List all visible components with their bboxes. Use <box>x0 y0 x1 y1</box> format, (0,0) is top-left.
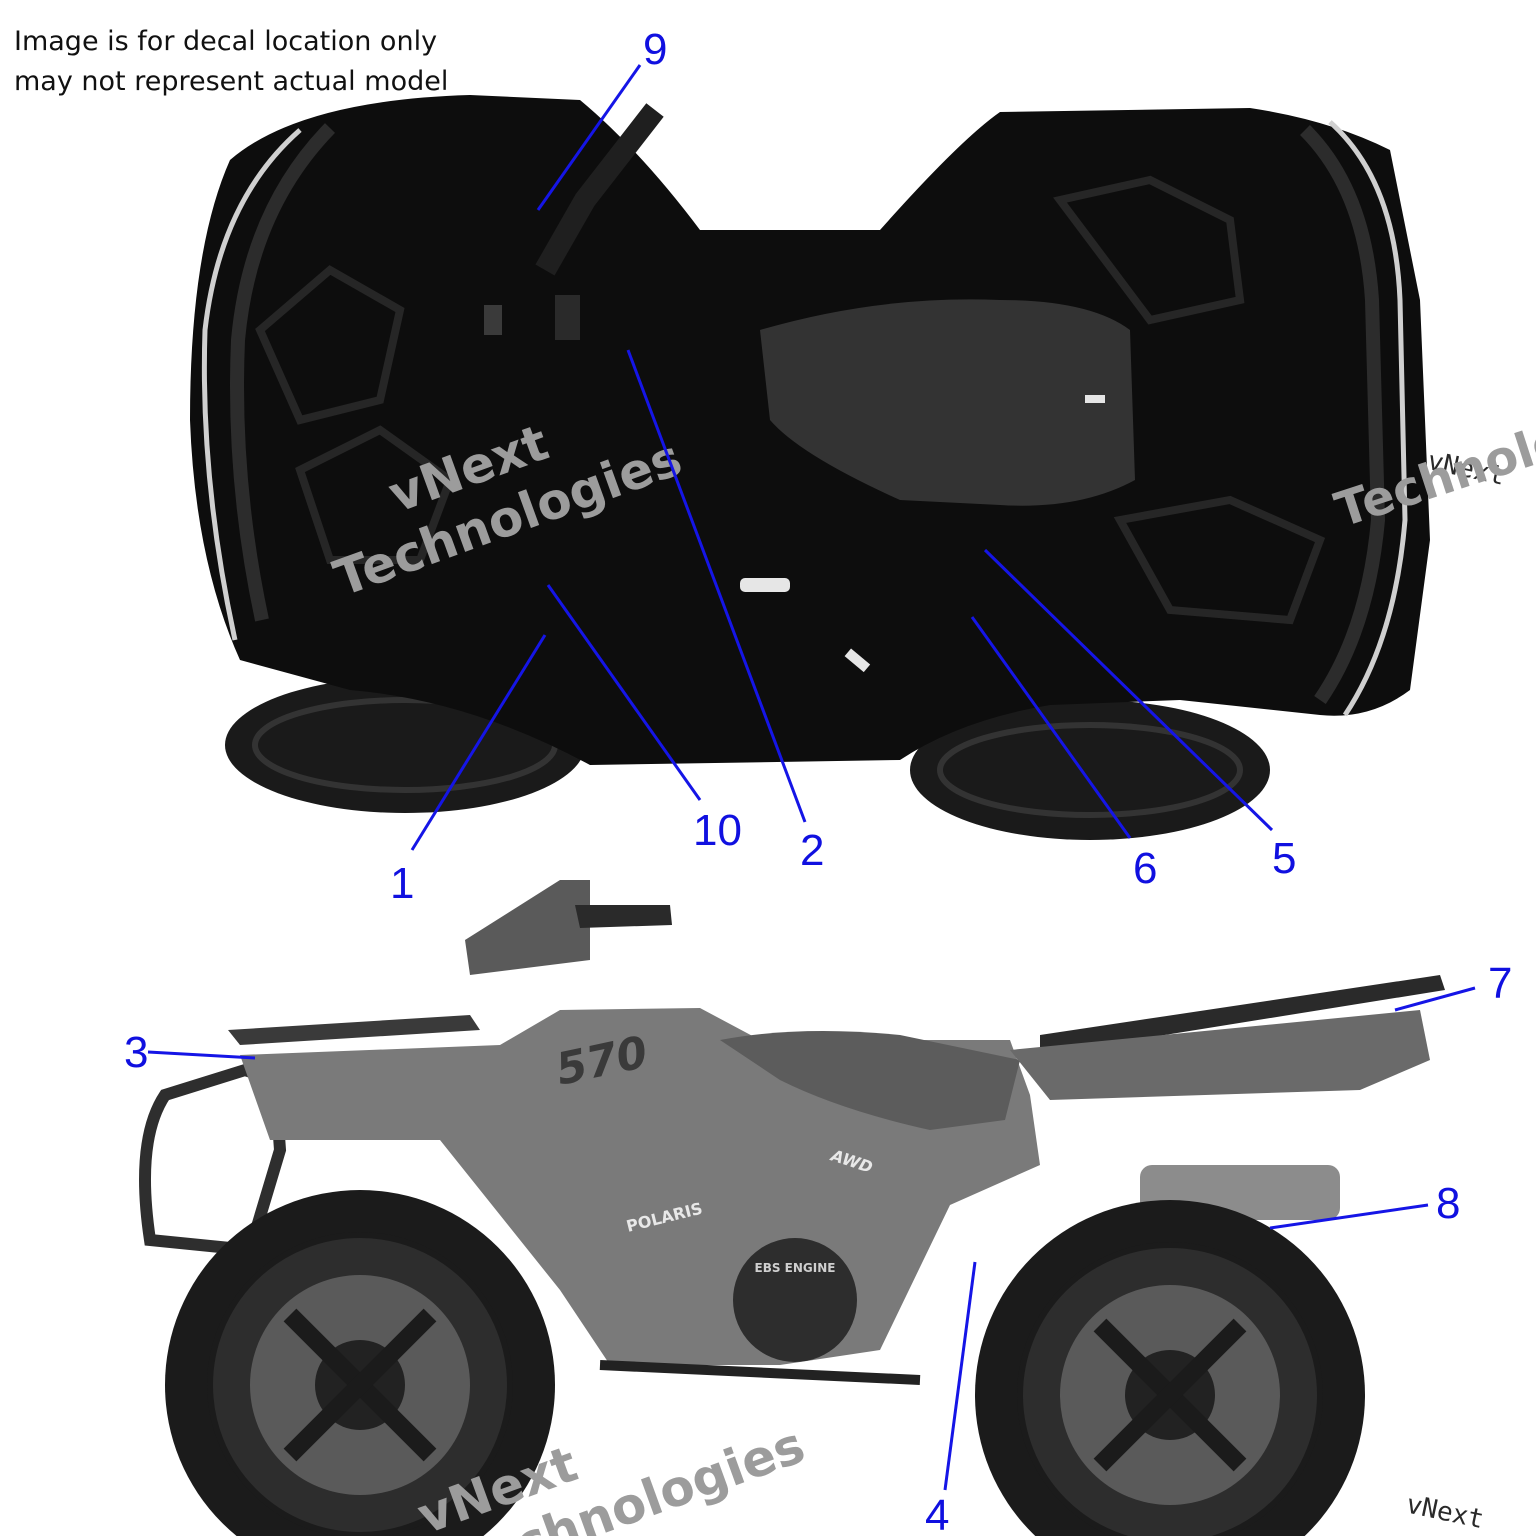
callout-7: 7 <box>1488 959 1512 1008</box>
leader-5 <box>983 548 1274 832</box>
callout-1: 1 <box>390 859 414 908</box>
leader-7 <box>1394 986 1476 1012</box>
watermark-bottom-right: vNext <box>1404 1490 1487 1536</box>
disclaimer-line-2: may not represent actual model <box>14 66 449 97</box>
leader-6 <box>970 616 1132 839</box>
callout-4: 4 <box>925 1491 949 1536</box>
leader-1 <box>410 634 547 851</box>
callout-8: 8 <box>1436 1179 1460 1228</box>
engine-badge: EBS ENGINE <box>755 1261 836 1275</box>
atv-side-view: EBS ENGINE 570 POLARIS AWD <box>139 880 1445 1536</box>
disclaimer-line-1: Image is for decal location only <box>14 26 438 57</box>
leader-2 <box>626 349 807 823</box>
leader-10 <box>546 584 702 801</box>
callout-numbers: 9 10 2 1 6 5 3 7 8 4 <box>124 25 1512 1536</box>
callout-10: 10 <box>693 806 742 855</box>
callout-leaders <box>147 64 1476 1491</box>
callout-2: 2 <box>800 826 824 875</box>
atv-top-view <box>190 95 1430 840</box>
callout-5: 5 <box>1272 834 1296 883</box>
leader-8 <box>1269 1203 1429 1230</box>
callout-9: 9 <box>643 25 667 74</box>
leader-4 <box>943 1261 977 1491</box>
callout-6: 6 <box>1133 844 1157 893</box>
callout-3: 3 <box>124 1028 148 1077</box>
leader-9 <box>536 64 642 211</box>
rear-wheel <box>975 1200 1365 1536</box>
leader-3 <box>147 1050 256 1060</box>
front-wheel <box>165 1190 555 1536</box>
